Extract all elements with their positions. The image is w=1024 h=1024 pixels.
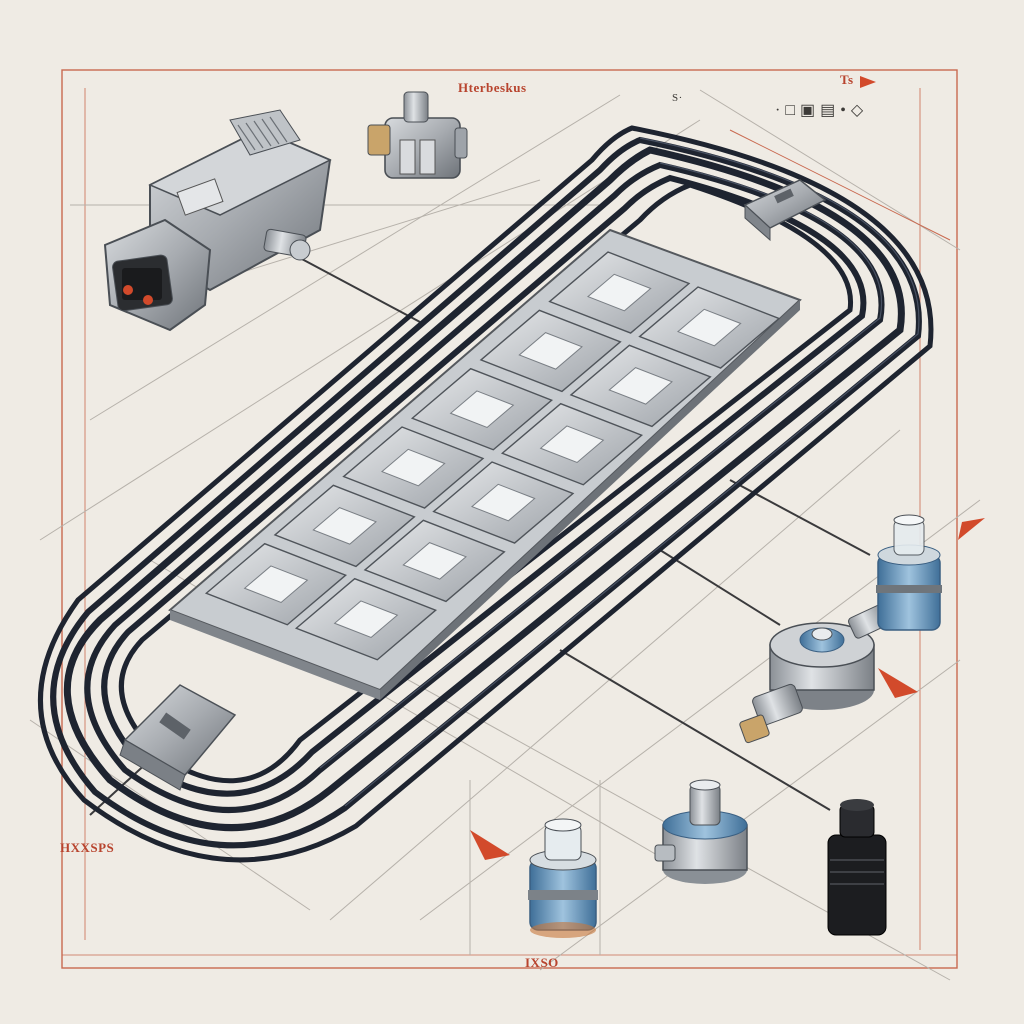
arrow-right-mid [878,668,918,698]
battery-cell-label [586,273,652,312]
battery-cell-label [402,542,467,580]
pressure-sensor-large [739,603,892,744]
arrow-bottom-center [470,830,510,860]
battery-cell-label [243,565,309,604]
battery-cell-label [312,507,377,545]
top-small-label: S· [672,92,683,104]
cable-bundle [38,125,934,863]
connector-black [827,799,887,936]
top-right-tag: Ts [840,72,854,87]
battery-cell-label [539,425,605,464]
pressure-sensor-top-right [876,514,942,631]
connector-bottom-center [528,818,598,938]
cable-clamp-top [743,179,827,242]
title-label: Hterbeskus [458,80,527,95]
battery-cell-label [608,367,673,405]
battery-cell-label [676,308,742,347]
annotation-arrows [470,76,985,860]
left-tag-label: HXXSPS [60,840,115,855]
top-right-code: · □ ▣ ▤ • ◇ [775,102,864,119]
cable-highlights [319,137,920,807]
battery-pack [168,228,802,700]
arrow-right-top [958,518,985,540]
battery-cell-label [380,448,446,487]
battery-cell-label [518,332,583,370]
connector-bottom-mid [654,779,748,884]
battery-cell-label [449,390,515,429]
bottom-code-label: IXSO [525,955,559,970]
small-coupler [367,91,468,179]
battery-cell-label [333,600,399,639]
cable-clamp-bottom [119,684,237,791]
battery-cell-label [470,483,536,522]
arrow-top-right [860,76,876,88]
servo-motor [103,109,332,332]
